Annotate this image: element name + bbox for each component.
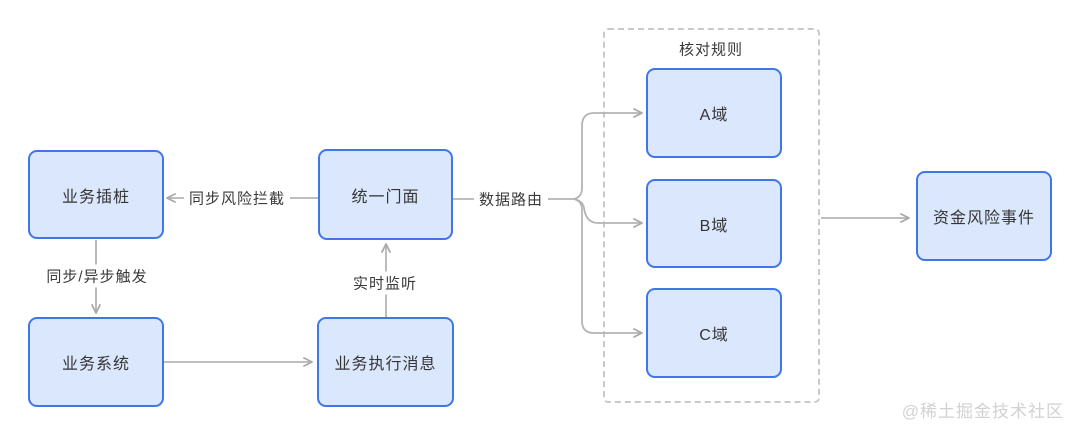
node-domain-c: C域: [646, 288, 782, 378]
node-biz-system-label: 业务系统: [61, 356, 130, 373]
node-fund-risk-event: 资金风险事件: [916, 171, 1052, 261]
node-domain-a-label: A域: [699, 107, 729, 124]
group-verification-rules: [603, 28, 820, 403]
node-domain-a: A域: [646, 68, 782, 158]
group-verification-rules-label: 核对规则: [678, 41, 744, 59]
watermark: @稀土掘金技术社区: [901, 402, 1064, 421]
node-unified-facade: 统一门面: [318, 149, 453, 240]
edge-label-sync-risk-intercept: 同步风险拦截: [183, 186, 291, 210]
node-domain-b: B域: [646, 179, 782, 268]
node-biz-system: 业务系统: [28, 317, 164, 407]
node-biz-exec-msg-label: 业务执行消息: [334, 356, 437, 373]
edge-label-data-route: 数据路由: [473, 187, 549, 211]
edge-route-to-domain-a: [573, 108, 643, 200]
edge-label-realtime-listen: 实时监听: [347, 271, 423, 295]
node-unified-facade-label: 统一门面: [351, 188, 420, 206]
node-biz-instrument: 业务插桩: [28, 150, 164, 239]
edge-route-to-domain-c: [573, 198, 643, 338]
node-biz-exec-msg: 业务执行消息: [317, 317, 454, 407]
edge-label-sync-async-trigger: 同步/异步触发: [41, 264, 153, 288]
edge-route-to-domain-b: [573, 198, 643, 228]
node-fund-risk-event-label: 资金风险事件: [932, 210, 1035, 227]
node-biz-instrument-label: 业务插桩: [61, 188, 130, 206]
node-domain-c-label: C域: [699, 327, 729, 344]
node-domain-b-label: B域: [699, 217, 729, 235]
